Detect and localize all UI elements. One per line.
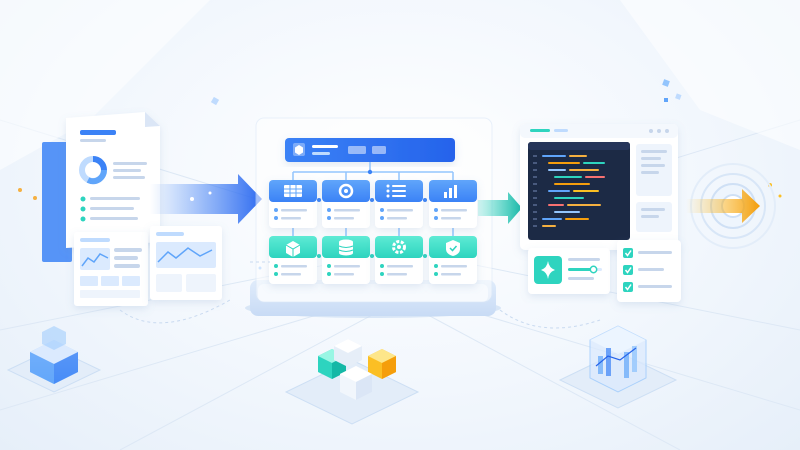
list-icon bbox=[386, 184, 406, 198]
cube-icon bbox=[334, 339, 362, 367]
document-icon bbox=[66, 112, 160, 248]
source-documents bbox=[42, 112, 222, 306]
dashboard-icon bbox=[150, 226, 222, 300]
pipeline-step-card bbox=[375, 236, 423, 284]
cube-icon bbox=[340, 366, 372, 400]
sparkle-icon bbox=[534, 256, 562, 284]
bar-chart-icon bbox=[444, 185, 457, 198]
checklist-card bbox=[617, 240, 681, 302]
arrow-right-icon bbox=[150, 174, 262, 224]
pipeline-step-card bbox=[322, 180, 370, 228]
building-blocks bbox=[284, 339, 420, 425]
pipeline-step-card bbox=[429, 236, 477, 284]
ai-settings-card bbox=[528, 248, 610, 294]
checkbox-icon bbox=[623, 248, 672, 258]
dashboard-icon bbox=[74, 232, 148, 306]
gear-icon bbox=[392, 240, 406, 254]
pipeline-step-card bbox=[322, 236, 370, 284]
shield-check-icon bbox=[446, 240, 460, 256]
arrow-right-icon bbox=[478, 192, 522, 224]
cube-icon bbox=[368, 349, 396, 379]
arrow-right-icon bbox=[686, 189, 760, 223]
database-icon bbox=[338, 239, 354, 256]
checkbox-icon bbox=[623, 265, 664, 275]
level-slider bbox=[568, 265, 602, 274]
pipeline-step-card bbox=[269, 236, 317, 284]
table-icon bbox=[284, 185, 302, 197]
pipeline-step-card bbox=[429, 180, 477, 228]
code-editor-icon bbox=[528, 142, 630, 240]
pipeline-header bbox=[285, 138, 455, 162]
cube-icon bbox=[6, 326, 102, 393]
pipeline-step-card bbox=[375, 180, 423, 228]
code-editor-window bbox=[520, 124, 678, 250]
code-lines bbox=[533, 155, 605, 227]
guide-lines bbox=[119, 261, 601, 329]
checkbox-icon bbox=[623, 282, 672, 292]
pipeline-step-card bbox=[269, 180, 317, 228]
analytics-cube bbox=[558, 325, 678, 409]
gear-icon bbox=[338, 183, 354, 199]
donut-chart-icon bbox=[79, 156, 107, 185]
cube-icon bbox=[285, 241, 301, 257]
connector-nodes bbox=[317, 169, 427, 258]
